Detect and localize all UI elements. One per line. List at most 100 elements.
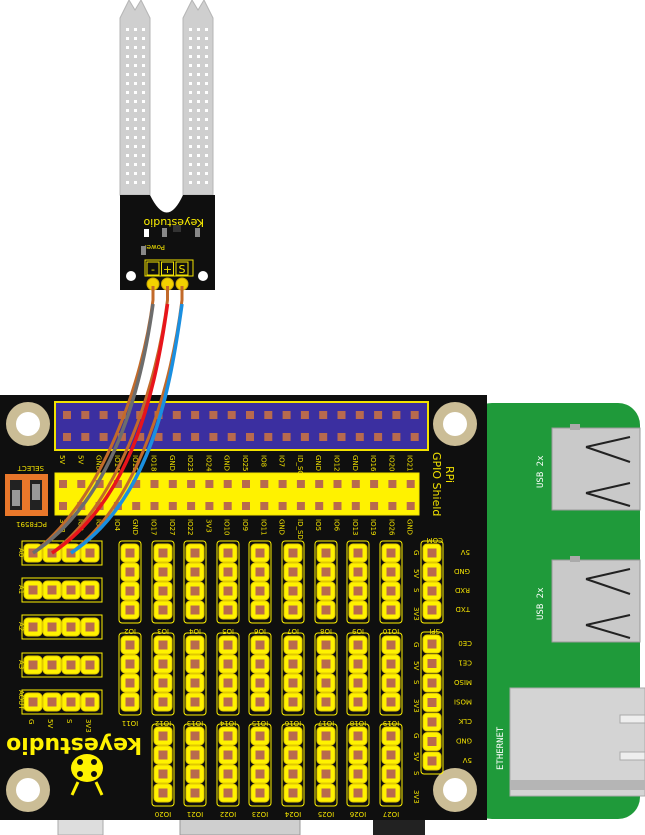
header-pin[interactable] xyxy=(315,480,324,488)
header-pin[interactable] xyxy=(113,480,122,488)
io-pin[interactable] xyxy=(190,605,200,615)
io-pin[interactable] xyxy=(223,567,233,577)
header-pin[interactable] xyxy=(59,480,67,488)
spi-pin[interactable] xyxy=(427,639,437,649)
io-pin[interactable] xyxy=(321,788,331,798)
io-pin[interactable] xyxy=(158,640,168,650)
spi-pin[interactable] xyxy=(427,659,437,668)
io-pin[interactable] xyxy=(255,586,265,596)
analog-pin[interactable] xyxy=(47,622,57,632)
io-pin[interactable] xyxy=(255,769,265,779)
io-pin[interactable] xyxy=(158,788,168,798)
io-pin[interactable] xyxy=(158,586,168,596)
spi-pin[interactable] xyxy=(427,698,437,707)
io-pin[interactable] xyxy=(190,678,200,688)
io-pin[interactable] xyxy=(288,640,298,650)
io-pin[interactable] xyxy=(353,659,363,669)
io-pin[interactable] xyxy=(223,788,233,798)
io-pin[interactable] xyxy=(288,697,298,707)
io-pin[interactable] xyxy=(125,548,135,558)
header-pin[interactable] xyxy=(296,480,305,488)
io-pin[interactable] xyxy=(125,567,135,577)
header-pin[interactable] xyxy=(168,480,177,488)
io-pin[interactable] xyxy=(321,750,331,760)
io-pin[interactable] xyxy=(255,731,265,741)
com-pin[interactable] xyxy=(427,567,437,577)
io-pin[interactable] xyxy=(125,586,135,596)
io-pin[interactable] xyxy=(223,586,233,596)
io-pin[interactable] xyxy=(353,697,363,707)
io-pin[interactable] xyxy=(386,678,396,688)
header-pin[interactable] xyxy=(370,480,379,488)
io-pin[interactable] xyxy=(288,731,298,741)
io-pin[interactable] xyxy=(223,640,233,650)
io-pin[interactable] xyxy=(255,659,265,669)
io-pin[interactable] xyxy=(288,586,298,596)
spi-pin[interactable] xyxy=(427,717,437,727)
header-pin[interactable] xyxy=(388,480,397,488)
io-pin[interactable] xyxy=(386,567,396,577)
io-pin[interactable] xyxy=(255,567,265,577)
header-pin[interactable] xyxy=(351,502,360,510)
io-pin[interactable] xyxy=(353,769,363,779)
io-pin[interactable] xyxy=(353,605,363,615)
com-pin[interactable] xyxy=(427,605,437,615)
header-pin[interactable] xyxy=(59,502,67,510)
io-pin[interactable] xyxy=(190,731,200,741)
io-pin[interactable] xyxy=(288,548,298,558)
analog-pin[interactable] xyxy=(66,697,76,707)
io-pin[interactable] xyxy=(386,769,396,779)
header-pin[interactable] xyxy=(205,480,214,488)
header-pin[interactable] xyxy=(278,502,287,510)
io-pin[interactable] xyxy=(190,586,200,596)
io-pin[interactable] xyxy=(386,750,396,760)
io-pin[interactable] xyxy=(386,697,396,707)
analog-pin[interactable] xyxy=(47,660,57,670)
header-pin[interactable] xyxy=(168,502,177,510)
spi-pin[interactable] xyxy=(427,756,437,766)
io-pin[interactable] xyxy=(353,548,363,558)
com-pin[interactable] xyxy=(427,548,437,558)
io-pin[interactable] xyxy=(321,605,331,615)
spi-pin[interactable] xyxy=(427,678,437,688)
header-pin[interactable] xyxy=(260,480,269,488)
io-pin[interactable] xyxy=(288,605,298,615)
header-pin[interactable] xyxy=(333,480,342,488)
io-pin[interactable] xyxy=(255,640,265,650)
io-pin[interactable] xyxy=(321,697,331,707)
vcc-wire[interactable] xyxy=(51,303,170,555)
io-pin[interactable] xyxy=(288,678,298,688)
io-pin[interactable] xyxy=(386,731,396,741)
gnd-wire[interactable] xyxy=(32,303,155,555)
header-pin[interactable] xyxy=(205,502,214,510)
header-pin[interactable] xyxy=(406,502,415,510)
analog-pin[interactable] xyxy=(85,548,95,558)
io-pin[interactable] xyxy=(158,605,168,615)
analog-pin[interactable] xyxy=(66,622,76,632)
io-pin[interactable] xyxy=(190,750,200,760)
io-pin[interactable] xyxy=(125,678,135,688)
analog-pin[interactable] xyxy=(28,622,38,632)
io-pin[interactable] xyxy=(223,769,233,779)
analog-pin[interactable] xyxy=(28,585,38,595)
io-pin[interactable] xyxy=(255,605,265,615)
header-pin[interactable] xyxy=(242,502,250,510)
io-pin[interactable] xyxy=(223,697,233,707)
analog-pin[interactable] xyxy=(47,697,57,707)
io-pin[interactable] xyxy=(125,640,135,650)
header-pin[interactable] xyxy=(77,480,86,488)
io-pin[interactable] xyxy=(353,567,363,577)
header-pin[interactable] xyxy=(132,480,141,488)
analog-pin[interactable] xyxy=(47,585,57,595)
analog-pin[interactable] xyxy=(85,585,95,595)
analog-pin[interactable] xyxy=(28,660,38,670)
header-pin[interactable] xyxy=(95,480,104,488)
header-pin[interactable] xyxy=(242,480,250,488)
io-pin[interactable] xyxy=(158,659,168,669)
io-pin[interactable] xyxy=(190,640,200,650)
io-pin[interactable] xyxy=(255,548,265,558)
signal-wire[interactable] xyxy=(70,303,184,555)
io-pin[interactable] xyxy=(190,659,200,669)
io-pin[interactable] xyxy=(353,750,363,760)
io-pin[interactable] xyxy=(190,548,200,558)
